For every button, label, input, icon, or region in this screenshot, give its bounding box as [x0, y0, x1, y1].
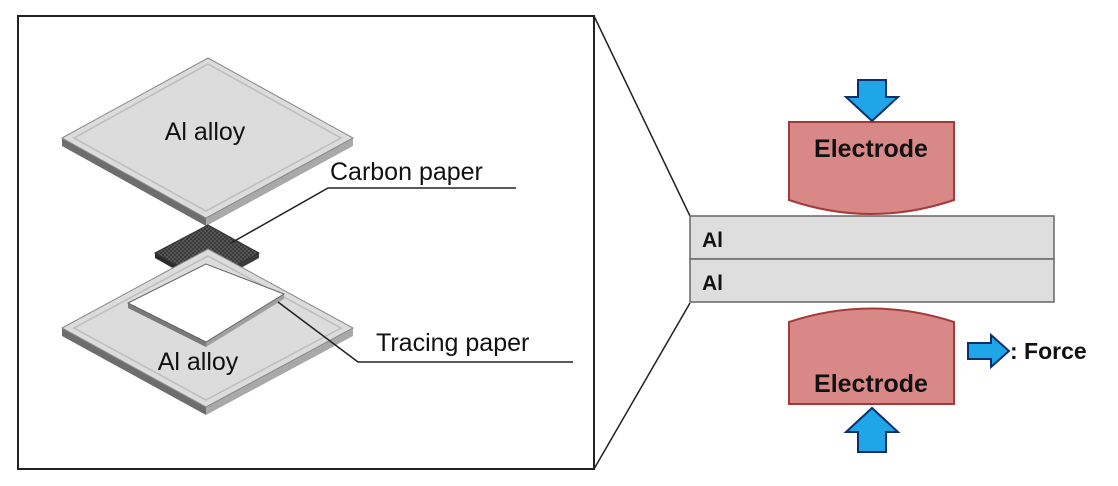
- carbon-paper-label: Carbon paper: [330, 158, 483, 186]
- tracing-paper-leader: [277, 301, 573, 363]
- top-electrode-label: Electrode: [814, 135, 928, 163]
- zoom-line-top: [593, 15, 691, 217]
- down-force-arrow-icon: [843, 79, 901, 123]
- left-panel-frame: [17, 15, 595, 470]
- bottom-electrode-label: Electrode: [814, 370, 928, 398]
- bottom-plate-label: Al alloy: [158, 348, 239, 376]
- force-legend-label: : Force: [1010, 338, 1087, 364]
- force-legend-arrow-icon: [967, 332, 1011, 370]
- top-plate-label: Al alloy: [165, 118, 246, 146]
- up-force-arrow-icon: [843, 406, 901, 453]
- lower-sheet-label: Al: [702, 272, 723, 295]
- upper-sheet-label: Al: [702, 229, 723, 252]
- bottom-electrode: [788, 307, 955, 405]
- carbon-paper-leader: [230, 187, 516, 244]
- top-electrode: [788, 121, 955, 215]
- tracing-paper-label: Tracing paper: [376, 329, 529, 357]
- upper-al-sheet: [689, 215, 1055, 260]
- tracing-paper-sheet: [126, 263, 286, 347]
- top-al-alloy-plate: [60, 57, 355, 226]
- zoom-line-bottom: [593, 302, 691, 470]
- lower-al-sheet: [689, 258, 1055, 303]
